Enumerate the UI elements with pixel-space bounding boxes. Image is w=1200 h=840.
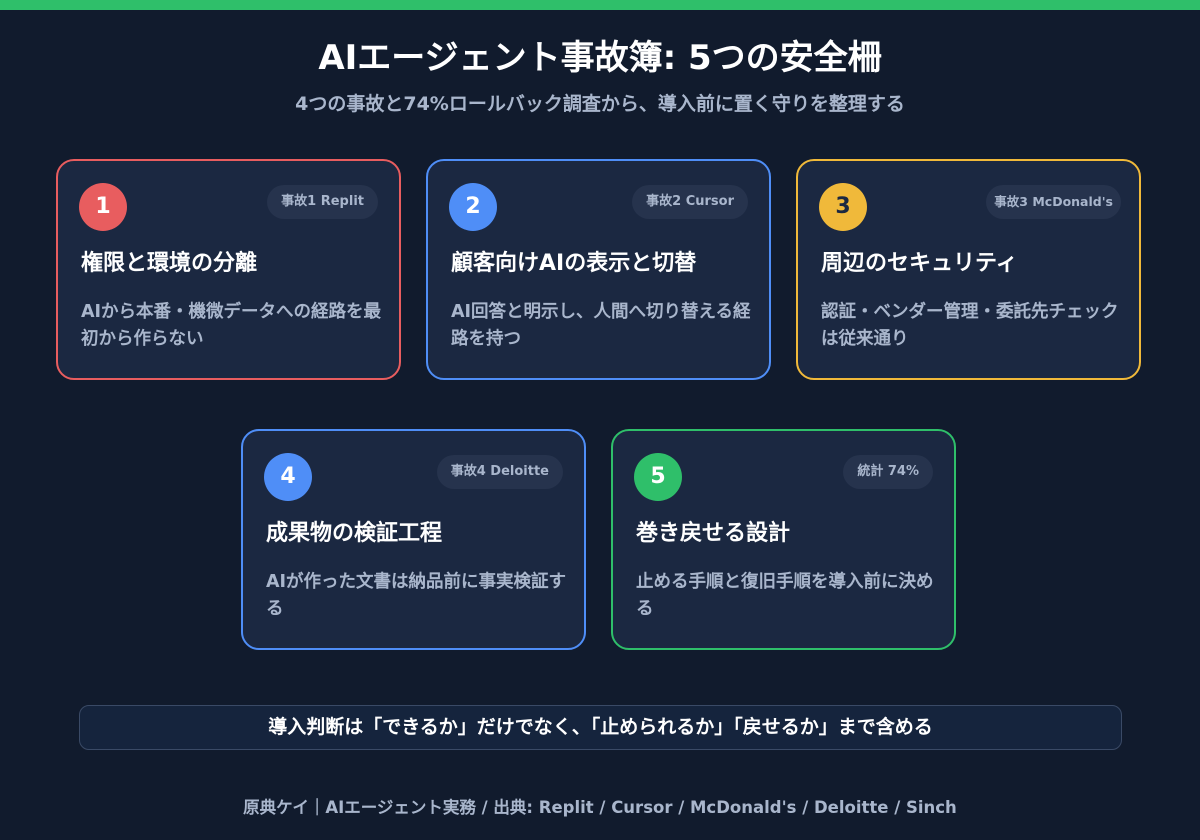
card-description: 認証・ベンダー管理・委託先チェックは従来通り [821,302,1119,349]
card-description: 止める手順と復旧手順を導入前に決める [636,572,934,619]
safety-card-1: 1 事故1 Replit 権限と環境の分離 AIから本番・機微データへの経路を最… [56,159,401,380]
card-incident-tag: 事故1 Replit [267,185,378,219]
card-title: 巻き戻せる設計 [636,521,791,546]
card-incident-tag: 事故3 McDonald's [986,185,1121,219]
safety-card-5: 5 統計 74% 巻き戻せる設計 止める手順と復旧手順を導入前に決める [611,429,956,650]
safety-card-4: 4 事故4 Deloitte 成果物の検証工程 AIが作った文書は納品前に事実検… [241,429,586,650]
card-description: AIが作った文書は納品前に事実検証する [266,572,567,619]
card-incident-tag: 事故4 Deloitte [436,455,563,489]
top-accent-bar [0,0,1200,10]
card-number-badge: 5 [634,453,682,501]
card-title: 成果物の検証工程 [266,521,443,546]
card-stat-tag: 統計 74% [843,455,933,489]
page-title: AIエージェント事故簿: 5つの安全柵 [318,38,882,78]
card-number-badge: 4 [264,453,312,501]
card-description: AIから本番・機微データへの経路を最初から作らない [81,302,382,349]
page-subtitle: 4つの事故と74%ロールバック調査から、導入前に置く守りを整理する [295,93,905,115]
card-description: AI回答と明示し、人間へ切り替える経路を持つ [451,302,751,349]
card-number-badge: 3 [819,183,867,231]
card-number-badge: 2 [449,183,497,231]
safety-card-3: 3 事故3 McDonald's 周辺のセキュリティ 認証・ベンダー管理・委託先… [796,159,1141,380]
conclusion-banner: 導入判断は「できるか」だけでなく、「止められるか」「戻せるか」まで含める [79,705,1122,750]
footer-credits: 原典ケイ｜AIエージェント実務 / 出典: Replit / Cursor / … [243,798,957,817]
card-number-badge: 1 [79,183,127,231]
card-title: 周辺のセキュリティ [821,251,1018,276]
safety-card-2: 2 事故2 Cursor 顧客向けAIの表示と切替 AI回答と明示し、人間へ切り… [426,159,771,380]
card-incident-tag: 事故2 Cursor [632,185,748,219]
card-title: 権限と環境の分離 [81,251,258,276]
card-title: 顧客向けAIの表示と切替 [451,251,697,276]
